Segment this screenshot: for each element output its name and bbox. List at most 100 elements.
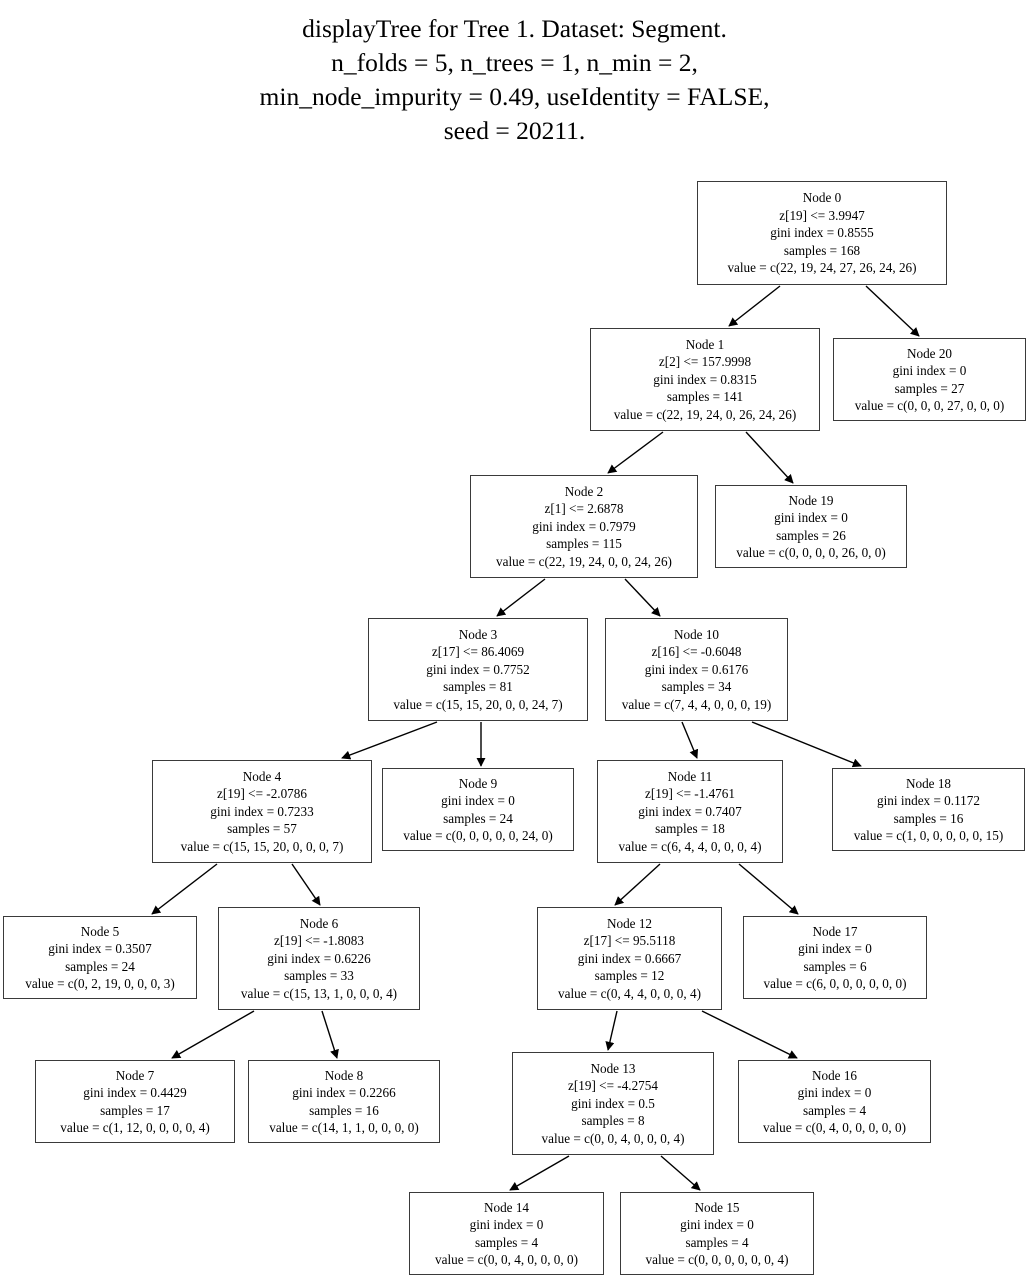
tree-edge-6-to-7 xyxy=(171,1010,255,1059)
node-gini: gini index = 0 xyxy=(469,1217,544,1233)
node-value: value = c(0, 0, 4, 0, 0, 0, 0) xyxy=(435,1251,578,1267)
node-label: Node 1 xyxy=(685,336,725,352)
node-gini: gini index = 0.8555 xyxy=(770,225,874,241)
node-label: Node 18 xyxy=(905,775,952,791)
node-gini: gini index = 0 xyxy=(774,510,848,526)
tree-edge-6-to-8 xyxy=(321,1010,339,1059)
node-gini: gini index = 0 xyxy=(798,941,872,957)
node-label: Node 9 xyxy=(458,775,498,791)
tree-edge-2-to-3 xyxy=(496,578,546,617)
node-gini: gini index = 0.6176 xyxy=(644,661,749,677)
node-split: z[1] <= 2.6878 xyxy=(544,501,624,517)
node-gini: gini index = 0.3507 xyxy=(48,941,152,957)
node-samples: samples = 18 xyxy=(655,821,725,837)
node-samples: samples = 8 xyxy=(581,1113,645,1129)
node-samples: samples = 168 xyxy=(783,242,861,258)
node-samples: samples = 26 xyxy=(776,527,846,543)
node-split: z[16] <= -0.6048 xyxy=(651,644,742,660)
node-gini: gini index = 0.8315 xyxy=(653,371,757,387)
page-title: displayTree for Tree 1. Dataset: Segment… xyxy=(259,14,770,145)
node-value: value = c(14, 1, 1, 0, 0, 0, 0) xyxy=(269,1119,419,1135)
node-label: Node 7 xyxy=(115,1067,155,1083)
node-split: z[2] <= 157.9998 xyxy=(658,354,752,370)
tree-edge-11-to-12 xyxy=(614,863,661,906)
node-samples: samples = 33 xyxy=(284,968,354,984)
tree-edge-0-to-1 xyxy=(728,285,781,327)
node-label: Node 17 xyxy=(812,923,858,939)
node-split: z[19] <= 3.9947 xyxy=(779,207,865,223)
node-samples: samples = 27 xyxy=(894,380,965,396)
node-value: value = c(0, 2, 19, 0, 0, 0, 3) xyxy=(25,975,175,991)
node-label: Node 6 xyxy=(299,915,339,931)
tree-edge-3-to-4 xyxy=(341,721,438,760)
node-split: z[19] <= -1.4761 xyxy=(645,786,735,802)
tree-edge-2-to-10 xyxy=(624,578,661,617)
node-value: value = c(15, 13, 1, 0, 0, 0, 4) xyxy=(240,985,398,1001)
node-gini: gini index = 0.2266 xyxy=(292,1085,396,1101)
node-value: value = c(6, 4, 4, 0, 0, 0, 4) xyxy=(618,838,762,854)
node-value: value = c(1, 12, 0, 0, 0, 0, 4) xyxy=(60,1119,210,1135)
node-label: Node 2 xyxy=(564,483,604,499)
node-gini: gini index = 0 xyxy=(680,1217,754,1233)
node-label: Node 3 xyxy=(458,626,498,642)
node-label: Node 0 xyxy=(802,190,842,206)
node-samples: samples = 6 xyxy=(803,958,867,974)
node-value: value = c(15, 15, 20, 0, 0, 0, 7) xyxy=(180,838,344,854)
node-gini: gini index = 0 xyxy=(892,363,967,379)
node-label: Node 13 xyxy=(590,1060,636,1076)
node-gini: gini index = 0.7979 xyxy=(532,518,636,534)
node-value: value = c(0, 0, 0, 0, 0, 0, 4) xyxy=(645,1251,789,1267)
node-samples: samples = 16 xyxy=(309,1102,379,1118)
node-gini: gini index = 0.7233 xyxy=(210,803,314,819)
node-value: value = c(0, 0, 0, 0, 0, 24, 0) xyxy=(403,827,553,843)
tree-edge-1-to-2 xyxy=(607,431,664,474)
node-samples: samples = 4 xyxy=(474,1234,539,1250)
node-split: z[17] <= 95.5118 xyxy=(583,933,676,949)
node-gini: gini index = 0 xyxy=(797,1085,872,1101)
node-value: value = c(22, 19, 24, 0, 0, 24, 26) xyxy=(496,553,672,569)
node-split: z[19] <= -1.8083 xyxy=(274,933,364,949)
node-samples: samples = 4 xyxy=(802,1102,867,1118)
tree-edge-11-to-17 xyxy=(738,863,799,915)
node-samples: samples = 115 xyxy=(546,536,622,552)
node-label: Node 15 xyxy=(694,1199,740,1215)
node-value: value = c(1, 0, 0, 0, 0, 0, 15) xyxy=(853,827,1004,843)
node-label: Node 8 xyxy=(324,1067,364,1083)
node-label: Node 10 xyxy=(673,626,720,642)
node-gini: gini index = 0.6226 xyxy=(267,950,371,966)
tree-edge-12-to-16 xyxy=(701,1010,798,1059)
node-label: Node 16 xyxy=(811,1067,858,1083)
node-value: value = c(7, 4, 4, 0, 0, 0, 19) xyxy=(621,696,772,712)
node-value: value = c(0, 4, 4, 0, 0, 0, 4) xyxy=(558,985,701,1001)
node-gini: gini index = 0.7407 xyxy=(638,803,742,819)
tree-edge-13-to-14 xyxy=(509,1155,570,1191)
node-gini: gini index = 0 xyxy=(441,793,515,809)
node-value: value = c(15, 15, 20, 0, 0, 24, 7) xyxy=(393,696,563,712)
node-samples: samples = 81 xyxy=(443,679,513,695)
node-value: value = c(0, 0, 0, 27, 0, 0, 0) xyxy=(854,397,1005,413)
node-gini: gini index = 0.5 xyxy=(571,1095,655,1111)
tree-edge-10-to-11 xyxy=(681,721,699,759)
tree-edge-13-to-15 xyxy=(660,1155,701,1191)
node-label: Node 19 xyxy=(788,492,834,508)
node-split: z[19] <= -4.2754 xyxy=(568,1078,658,1094)
